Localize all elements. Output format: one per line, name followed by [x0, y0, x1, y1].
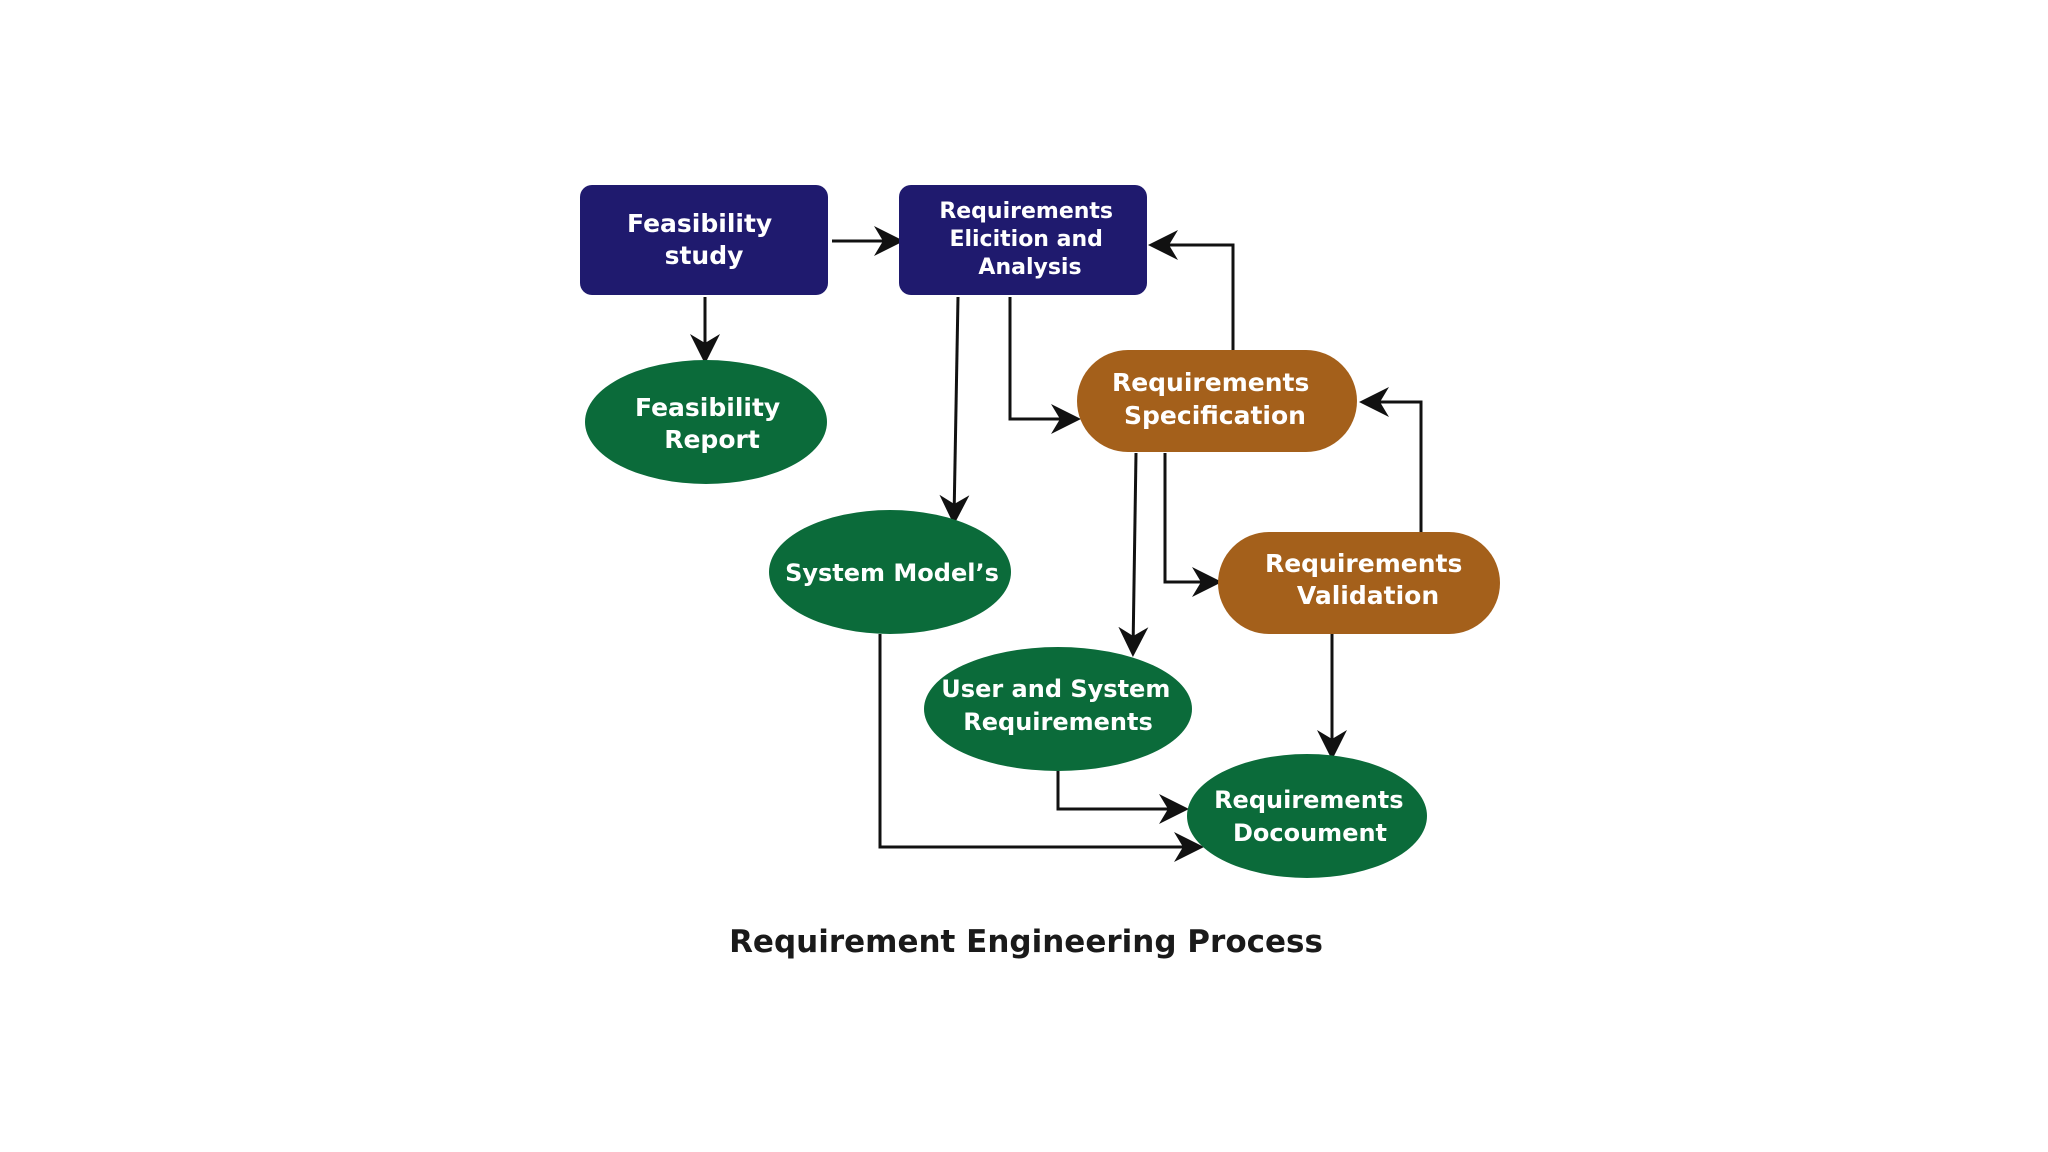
feasibility-report-ellipse [585, 360, 827, 484]
user-system-req-node: User and System Requirements [924, 647, 1192, 771]
arrow-elicitation-to-system-models [939, 296, 970, 525]
user-system-req-ellipse [924, 647, 1192, 771]
feasibility-report-node: Feasibility Report [585, 360, 827, 484]
validation-pill [1218, 532, 1500, 634]
specification-node: Requirements Specification [1077, 350, 1357, 452]
system-models-label: System Model’s [785, 559, 999, 587]
req-document-node: Requirements Docoument [1187, 754, 1427, 878]
arrow-user-system-req-to-document [1056, 771, 1189, 824]
arrow-system-models-to-document [878, 634, 1204, 862]
edges [690, 226, 1423, 862]
elicitation-label: Requirements Elicition and Analysis [939, 199, 1120, 280]
arrow-validation-to-specification [1359, 387, 1423, 532]
elicitation-node: Requirements Elicition and Analysis [899, 185, 1147, 295]
arrow-specification-to-validation [1163, 453, 1222, 597]
system-models-ellipse [769, 510, 1011, 634]
feasibility-study-node: Feasibility study [580, 185, 828, 295]
arrow-elicitation-to-specification [1008, 297, 1081, 434]
feasibility-report-label: Feasibility Report [635, 393, 789, 454]
validation-label: Requirements Validation [1265, 549, 1471, 610]
req-document-ellipse [1187, 754, 1427, 878]
arrow-specification-to-user-system-req [1118, 452, 1149, 657]
specification-label: Requirements Specification [1112, 368, 1318, 430]
specification-pill [1077, 350, 1357, 452]
feasibility-study-label: Feasibility study [627, 209, 781, 270]
diagram-caption: Requirement Engineering Process [729, 924, 1323, 960]
validation-node: Requirements Validation [1218, 532, 1500, 634]
elicitation-box [899, 185, 1147, 295]
system-models-node: System Model’s [769, 510, 1011, 634]
arrow-specification-to-elicitation [1148, 230, 1235, 350]
req-document-label: Requirements Docoument [1214, 786, 1412, 847]
feasibility-study-box [580, 185, 828, 295]
user-system-req-label: User and System Requirements [941, 675, 1178, 736]
